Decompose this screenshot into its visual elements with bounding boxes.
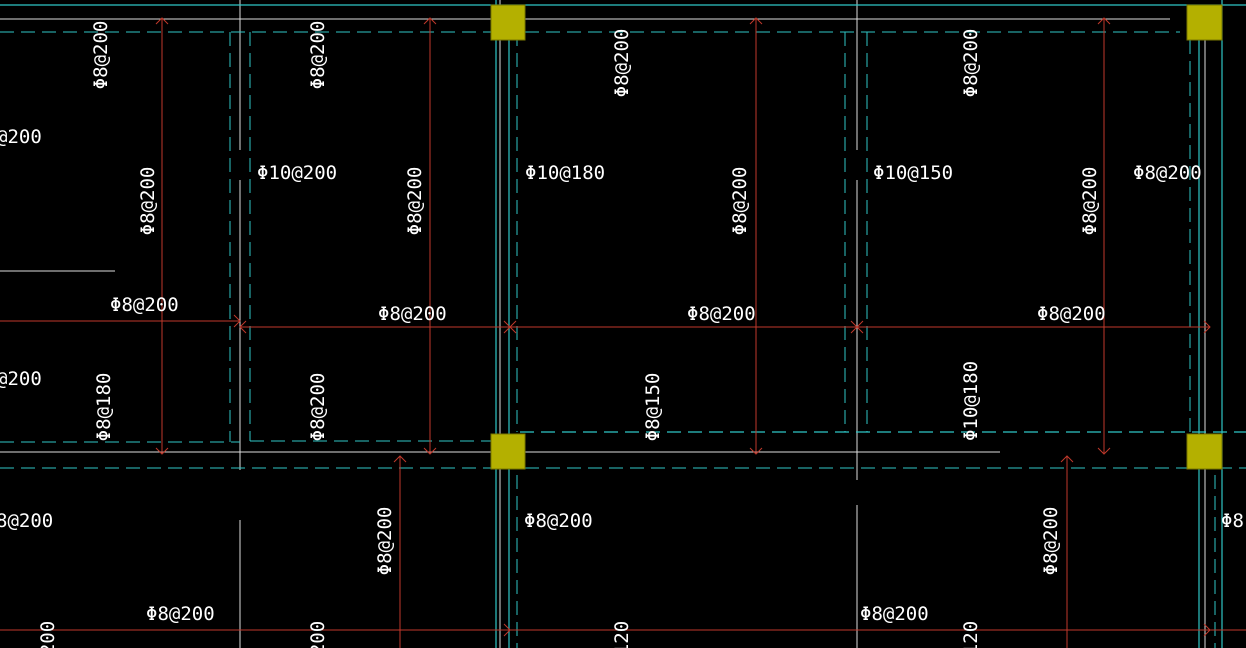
- rebar-label: Φ8@200: [1040, 507, 1062, 576]
- rebar-label: @200: [0, 126, 42, 148]
- rebar-label: Φ8@200: [960, 29, 982, 98]
- column: [1186, 433, 1223, 470]
- rebar-label: Φ10@200: [257, 162, 337, 184]
- rebar-hook: [239, 320, 247, 334]
- rebar-labels: Φ8@200 Φ8@200 Φ8@200 Φ8@200 @200 Φ10@200…: [0, 21, 1244, 648]
- column: [490, 4, 526, 41]
- rebar-hook: [423, 17, 437, 25]
- rebar-hook: [233, 314, 241, 328]
- rebar-label: Φ8@200: [137, 167, 159, 236]
- rebar-hook: [155, 447, 169, 455]
- rebar-hook: [1060, 455, 1074, 463]
- rebar-label: Φ8@200: [374, 507, 396, 576]
- rebar-label: Φ10@180: [960, 361, 982, 441]
- rebar-label: 8@200: [0, 510, 53, 532]
- rebar-label: Φ8@200: [90, 21, 112, 90]
- slab-edges-dashed: [0, 31, 1246, 648]
- rebar-hook: [155, 17, 169, 25]
- rebar-label: Φ8@200: [110, 294, 179, 316]
- rebar-label: Φ8@150: [642, 373, 664, 442]
- rebar-hook: [1203, 320, 1211, 334]
- rebar-label: 120: [611, 621, 633, 648]
- rebar-hook: [1097, 447, 1111, 455]
- rebar-label: Φ8@200: [1037, 303, 1106, 325]
- rebar-hook: [503, 623, 511, 637]
- rebar-label: Φ8@200: [524, 510, 593, 532]
- rebar-label: 200: [37, 621, 59, 648]
- column: [1186, 4, 1223, 41]
- rebar-label: Φ8@200: [378, 303, 447, 325]
- rebar-hook: [856, 320, 864, 334]
- rebar-hook: [423, 447, 437, 455]
- rebar-hook: [1097, 17, 1111, 25]
- rebar-label: Φ8@200: [860, 603, 929, 625]
- rebar-hook: [749, 17, 763, 25]
- rebar-label: Φ8@200: [687, 303, 756, 325]
- rebar-label: Φ8@200: [307, 21, 329, 90]
- rebar-hook: [393, 455, 407, 463]
- rebar-label: 200: [307, 621, 329, 648]
- rebar-label: Φ8@200: [307, 373, 329, 442]
- rebar-label: Φ8@200: [611, 29, 633, 98]
- rebar-label: Φ10@150: [873, 162, 953, 184]
- rebar-label: Φ8@200: [1133, 162, 1202, 184]
- column: [490, 433, 526, 470]
- columns: [490, 4, 1223, 470]
- rebar-label: Φ8@200: [729, 167, 751, 236]
- rebar-hook: [509, 320, 517, 334]
- rebar-lines: [0, 17, 1246, 648]
- rebar-label: Φ10@180: [525, 162, 605, 184]
- rebar-label: Φ8@200: [1079, 167, 1101, 236]
- rebar-hook: [749, 447, 763, 455]
- rebar-hook: [1203, 623, 1211, 637]
- rebar-label: Φ8@200: [404, 167, 426, 236]
- rebar-label: Φ8@180: [93, 373, 115, 442]
- rebar-label: @200: [0, 368, 42, 390]
- rebar-label: 120: [960, 621, 982, 648]
- rebar-label: Φ8@200: [146, 603, 215, 625]
- rebar-label: Φ8: [1221, 510, 1244, 532]
